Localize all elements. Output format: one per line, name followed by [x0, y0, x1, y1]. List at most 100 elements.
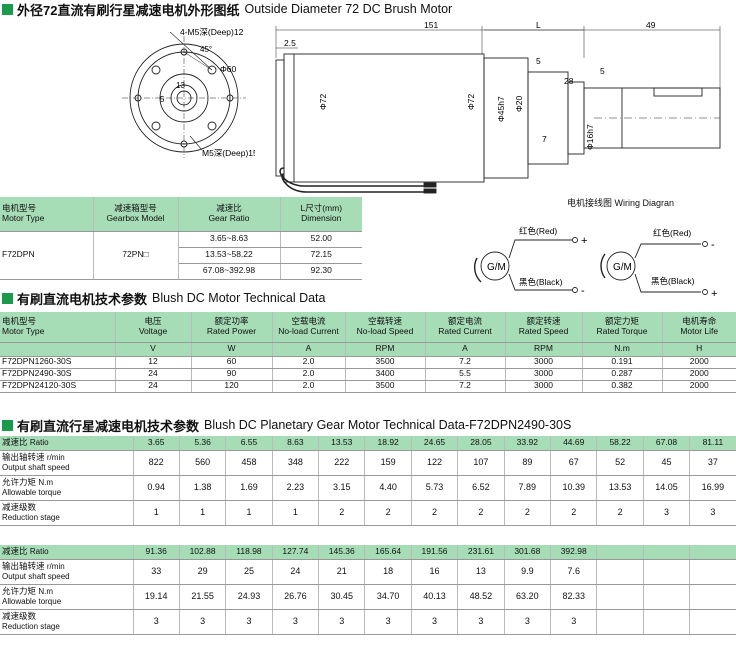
table-cell: 52	[596, 450, 644, 476]
table-cell: 1	[225, 500, 273, 526]
table-cell: 7.2	[425, 380, 506, 393]
gear-row-label: 减速比 Ratio	[0, 545, 134, 560]
table-cell: 2.0	[272, 368, 346, 381]
table-cell: 3	[225, 609, 273, 635]
table-cell: 0.191	[582, 356, 663, 369]
gear-row-label: 减速级数 Reduction stage	[0, 609, 134, 635]
table-cell: 6.55	[225, 436, 273, 451]
table-cell: 89	[504, 450, 552, 476]
tech-section-title: 有刷直流电机技术参数 Blush DC Motor Technical Data	[2, 289, 325, 307]
dim-7: 7	[542, 134, 547, 144]
table-cell: 159	[364, 450, 412, 476]
table-cell: 1	[133, 500, 180, 526]
table-cell: 7.89	[504, 475, 552, 501]
table-cell: 3000	[505, 356, 583, 369]
green-square-icon	[2, 419, 13, 431]
table-cell: 72.15	[280, 247, 362, 264]
table-cell: 21	[318, 559, 366, 585]
table-cell: 3.15	[318, 475, 366, 501]
dim-phi72-gear: Φ72	[466, 93, 476, 110]
table-cell: 2000	[662, 356, 736, 369]
table-cell: 18	[364, 559, 412, 585]
table-cell: 2	[364, 500, 412, 526]
tech-unit-cell: H	[662, 342, 736, 357]
table-cell: 1.38	[179, 475, 227, 501]
red-label-right: 红色(Red)	[653, 228, 691, 238]
table-cell: 37	[689, 450, 736, 476]
empty-cell	[643, 545, 691, 560]
table-cell: 24	[115, 368, 192, 381]
table-cell: 6.52	[457, 475, 505, 501]
table-cell: 222	[318, 450, 366, 476]
table-cell: 4.40	[364, 475, 412, 501]
table-cell: 44.69	[550, 436, 598, 451]
table-cell: 25	[225, 559, 273, 585]
gm-label-left: G/M	[487, 262, 506, 273]
table-cell: 67.08	[643, 436, 691, 451]
table-cell: F72DPN2490-30S	[0, 368, 116, 381]
table-cell: 118.98	[225, 545, 273, 560]
center2-label: 5	[160, 95, 165, 104]
table-cell: 458	[225, 450, 273, 476]
angle-label: 45°	[200, 45, 212, 54]
dim-5b: 5	[600, 66, 605, 76]
table-cell: 301.68	[504, 545, 552, 560]
table-cell: 21.55	[179, 584, 227, 610]
table-cell: 7.2	[425, 356, 506, 369]
table-cell: 560	[179, 450, 227, 476]
tech-unit-cell: N.m	[582, 342, 663, 357]
table-cell: 122	[411, 450, 459, 476]
table-cell: 2000	[662, 380, 736, 393]
motor-type-value: F72DPN	[0, 231, 94, 280]
table-cell: 3.65	[133, 436, 180, 451]
hdr-dimension: L尺寸(mm)Dimension	[280, 197, 362, 232]
empty-cell	[689, 584, 736, 610]
table-cell: 8.63	[272, 436, 320, 451]
wiring-diagram-title: 电机接线图 Wiring Diagran	[567, 198, 675, 208]
wiring-diagram: G/M 红色(Red) 黑色(Black) + - G/M 红色(Red) 黑色…	[473, 226, 717, 298]
table-cell: 24.93	[225, 584, 273, 610]
gear-row-label: 减速比 Ratio	[0, 436, 134, 451]
table-cell: 92.30	[280, 263, 362, 280]
table-cell: 127.74	[272, 545, 320, 560]
dim-phi16: Φ16h7	[585, 124, 595, 150]
table-cell: 145.36	[318, 545, 366, 560]
table-cell: 2	[504, 500, 552, 526]
table-cell: 33	[133, 559, 180, 585]
table-cell: 348	[272, 450, 320, 476]
table-cell: 14.05	[643, 475, 691, 501]
empty-cell	[643, 609, 691, 635]
table-cell: 3.65~8.63	[178, 231, 281, 248]
table-cell: 9.9	[504, 559, 552, 585]
pcd-label: Φ60	[220, 64, 237, 74]
table-cell: 16.99	[689, 475, 736, 501]
table-cell: 2000	[662, 368, 736, 381]
table-cell: 120	[191, 380, 273, 393]
gear-row-label: 减速级数 Reduction stage	[0, 500, 134, 526]
dim-L: L	[536, 20, 541, 30]
table-cell: 3	[318, 609, 366, 635]
empty-cell	[689, 545, 736, 560]
table-cell: 45	[643, 450, 691, 476]
empty-cell	[596, 584, 644, 610]
dim-phi45: Φ45h7	[496, 96, 506, 122]
center-label: 13	[176, 81, 185, 90]
table-cell: 3	[643, 500, 691, 526]
table-cell: 3000	[505, 368, 583, 381]
table-cell: 165.64	[364, 545, 412, 560]
table-cell: 3500	[345, 380, 426, 393]
table-cell: 28.05	[457, 436, 505, 451]
table-cell: 7.6	[550, 559, 598, 585]
black-label-right: 黑色(Black)	[651, 276, 695, 286]
table-cell: 67.08~392.98	[178, 263, 281, 280]
